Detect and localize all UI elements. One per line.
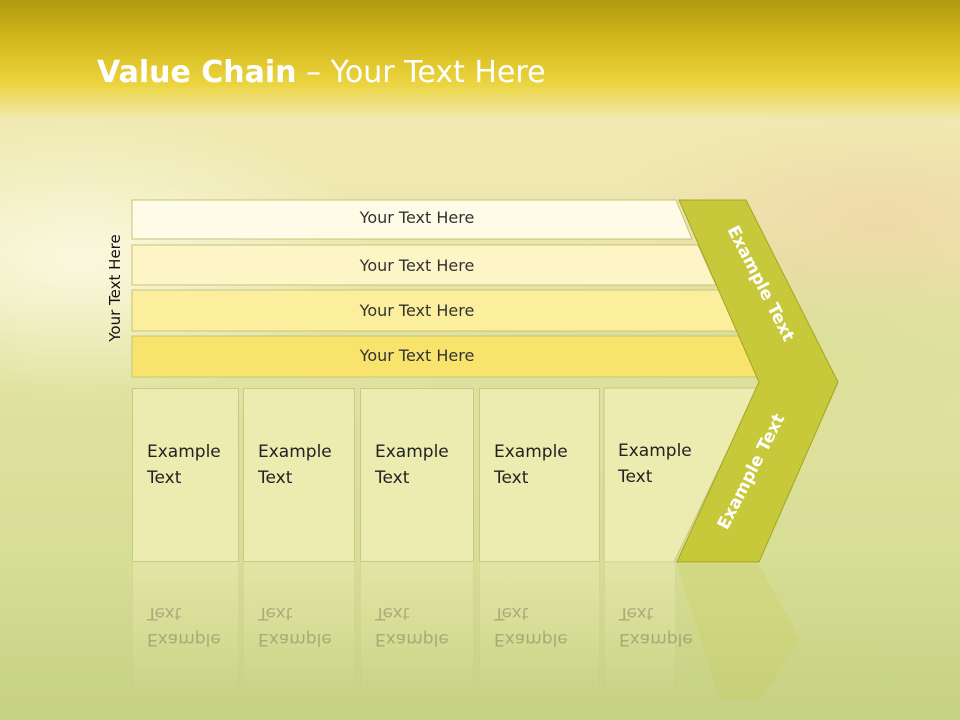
title-band (0, 0, 960, 120)
bar-3-label: Your Text Here (359, 301, 475, 320)
slide-title: Value Chain – Your Text Here (97, 55, 546, 90)
chevron-reflection (677, 564, 800, 700)
bar-2-label: Your Text Here (359, 256, 475, 275)
title-rest: – Your Text Here (296, 55, 546, 90)
title-bold: Value Chain (97, 55, 297, 90)
bar-1-label: Your Text Here (359, 208, 475, 227)
bar-4-label: Your Text Here (359, 346, 475, 365)
bar-1 (131, 199, 693, 240)
chevron-arrow (676, 199, 839, 563)
